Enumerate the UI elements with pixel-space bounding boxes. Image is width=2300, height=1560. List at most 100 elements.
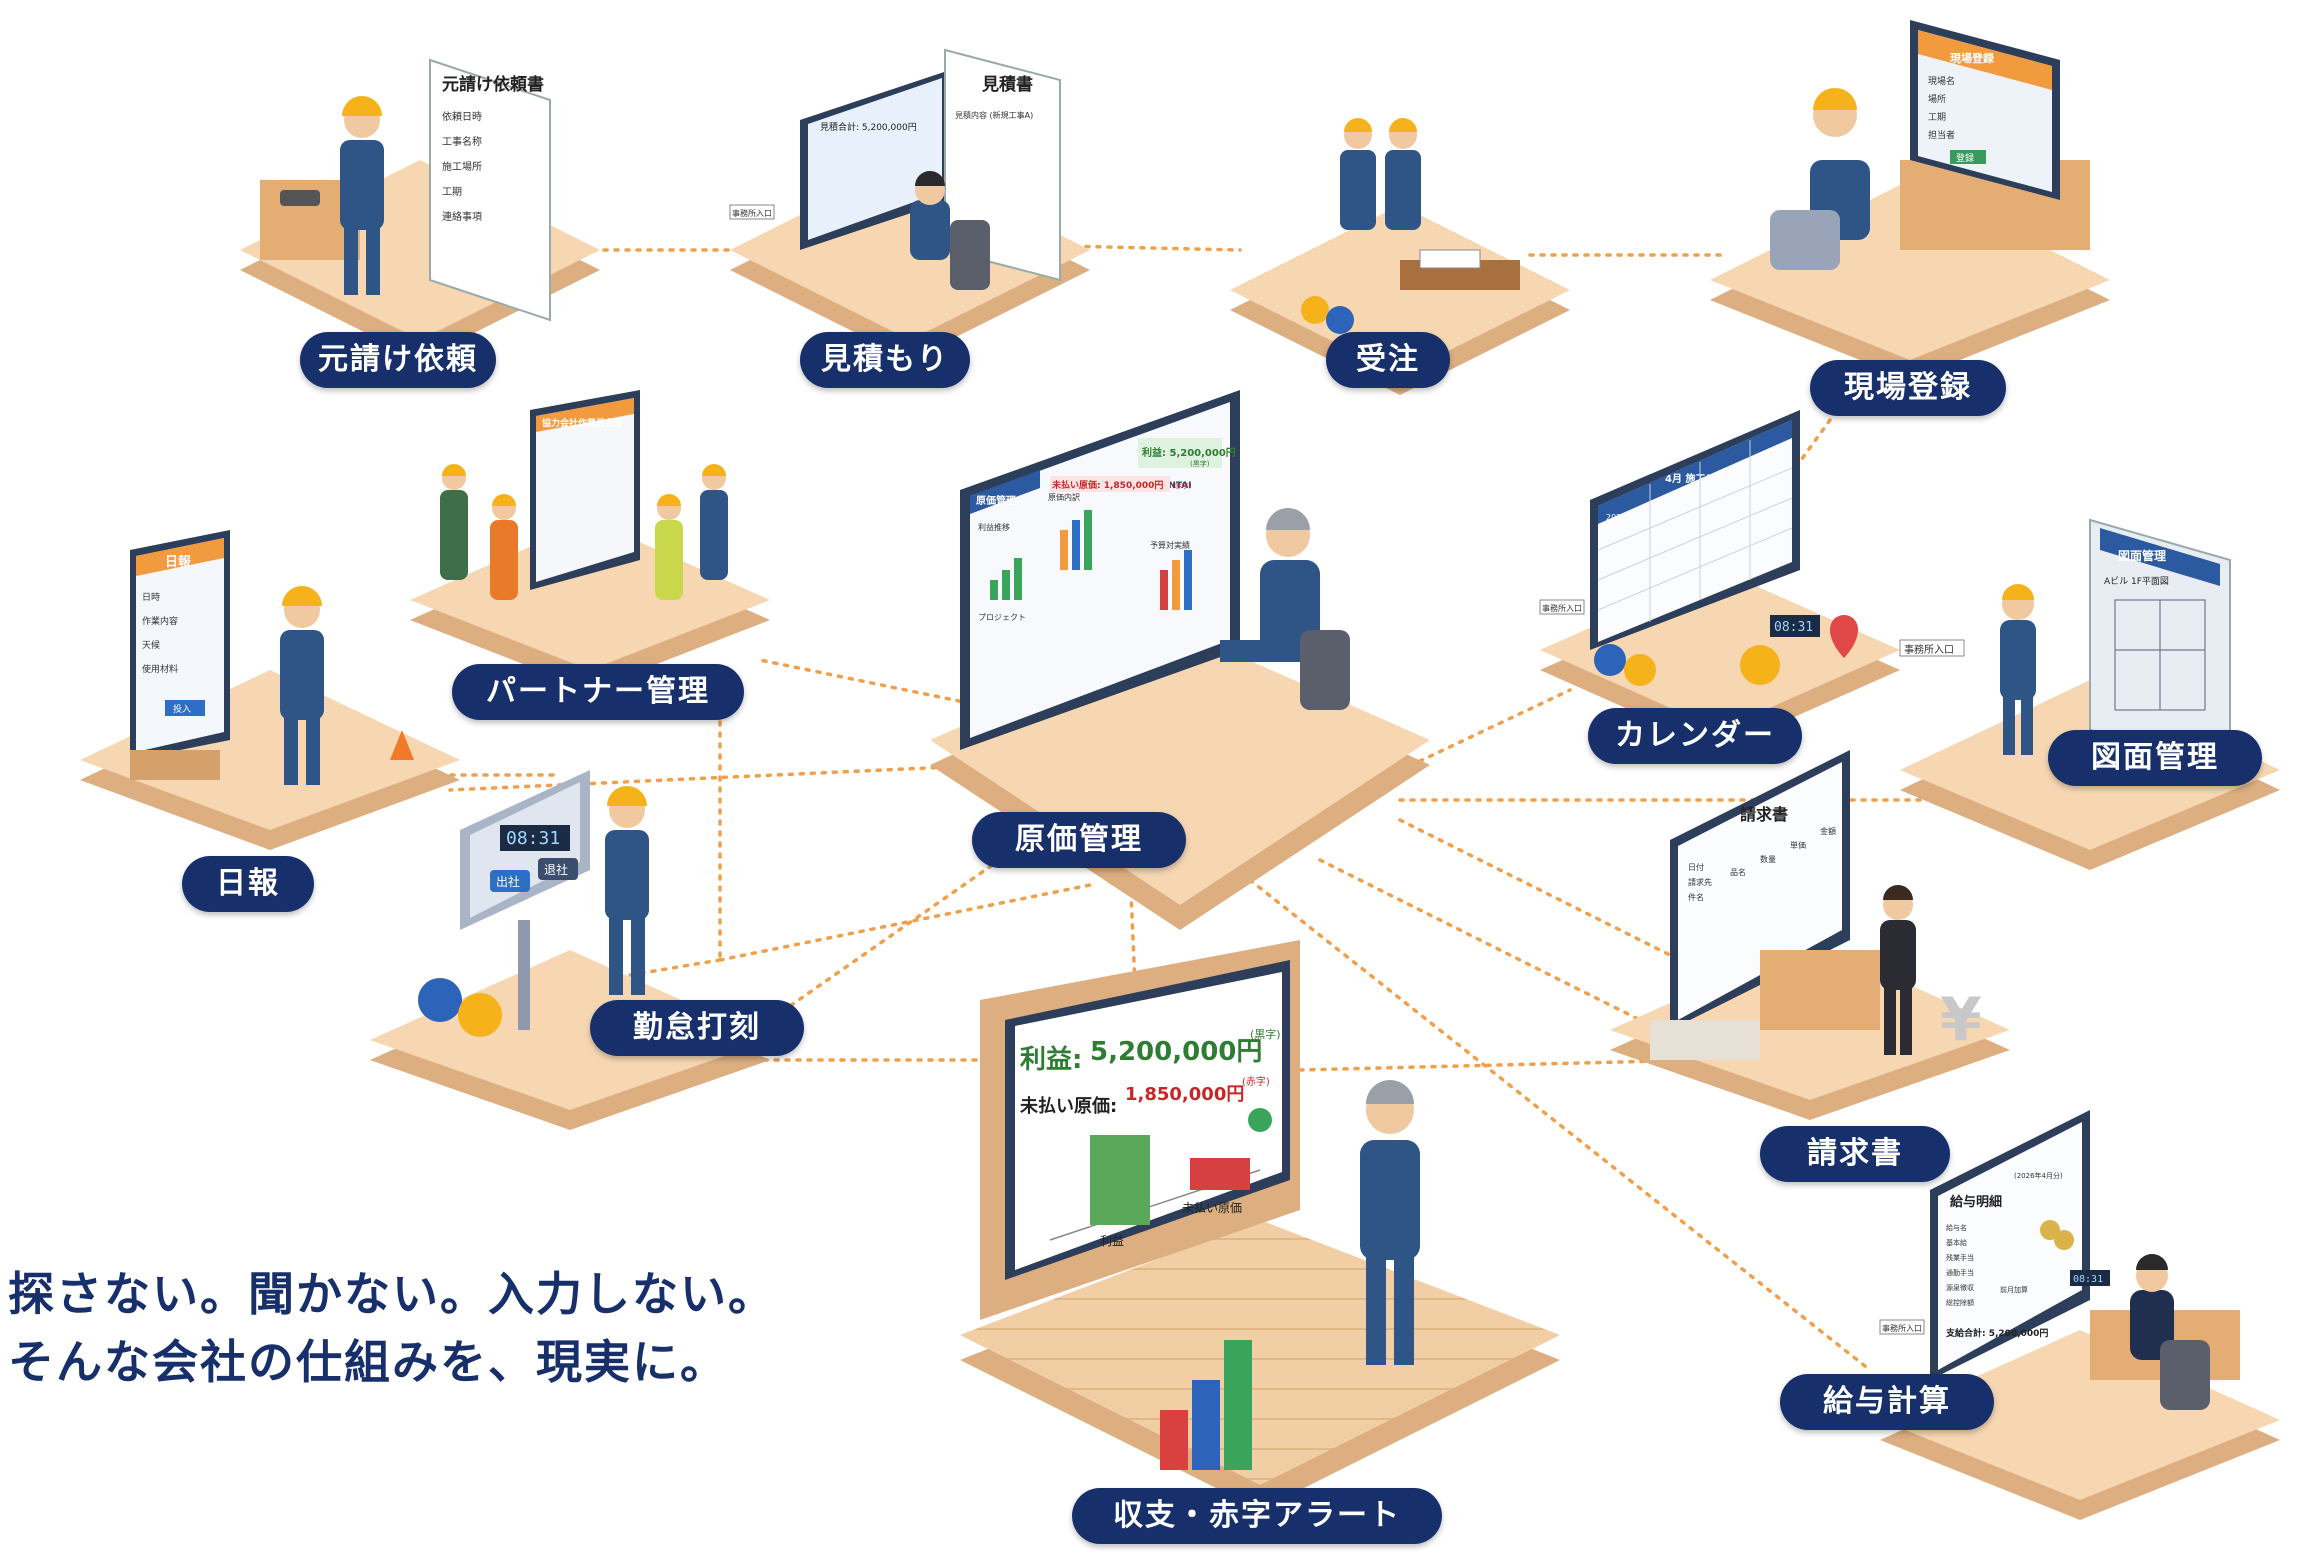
label-nippo: 日報 <box>182 856 314 912</box>
calendar-title: 4月 施工スケジュール <box>1665 472 1765 485</box>
drawing-title: 図面管理 <box>2118 548 2166 563</box>
station-partner: 協力会社作業員名簿 <box>410 390 770 690</box>
yen-coin-icon <box>1248 1108 1272 1132</box>
invoice-field-3: 件名 <box>1688 892 1704 902</box>
cost-unpaid-note: (赤字) <box>1172 481 1192 490</box>
calendar-month: 2026年 4月 <box>1606 512 1650 522</box>
payroll-field-6: 総控除額 <box>1946 1298 1974 1307</box>
cost-profit-note: (黒字) <box>1190 459 1210 468</box>
payroll-field-1: 給与名 <box>1946 1223 1967 1232</box>
lumber <box>130 750 220 780</box>
helmet-icon <box>1624 654 1656 686</box>
helmet-icon <box>418 978 462 1022</box>
partner-board-title: 協力会社作業員名簿 <box>542 417 623 429</box>
station-genka: 原価管理 利益推移 原価内訳 プロジェクト 予算対実績 利益: 5,200,00… <box>930 390 1430 930</box>
alert-unpaid-label: 未払い原価: <box>1020 1095 1117 1117</box>
payroll-title: 給与明細 <box>1950 1194 2002 1210</box>
estimate-doc-title: 見積書 <box>981 74 1033 95</box>
station-kintai: 08:31 出社 退社 <box>370 770 770 1130</box>
site-field-3: 工期 <box>1928 112 1946 123</box>
office-chair <box>2160 1340 2210 1410</box>
station-kyuyo: 給与明細 (2026年4月分) 給与名 基本給 残業手当 通勤手当 源泉徴収 総… <box>1879 1110 2280 1520</box>
office-chair <box>1300 630 1350 710</box>
label-mitsumori: 見積もり <box>800 332 970 388</box>
invoice-field-2: 請求先 <box>1688 877 1712 887</box>
request-field-5: 連絡事項 <box>442 210 482 223</box>
helmet-icon <box>1301 296 1329 324</box>
desk <box>1760 950 1880 1030</box>
alert-bar-unpaid-label: 未払い原価 <box>1182 1201 1242 1215</box>
payroll-field-2: 基本給 <box>1946 1238 1967 1247</box>
daily-submit-button: 投入 <box>173 703 191 715</box>
coin-icon <box>2040 1220 2060 1240</box>
helmet-icon <box>342 96 382 116</box>
clock-out-label: 退社 <box>544 862 568 877</box>
cost-unpaid: 未払い原価: 1,850,000円 <box>1051 479 1163 491</box>
site-field-4: 担当者 <box>1928 129 1955 141</box>
alert-unpaid-note: (赤字) <box>1242 1075 1270 1088</box>
alert-unpaid-value: 1,850,000円 <box>1125 1084 1244 1105</box>
station-genba: 現場登録 現場名 場所 工期 担当者 登録 <box>1710 20 2110 380</box>
growth-bars-3d <box>1160 1340 1252 1470</box>
payroll-period: (2026年4月分) <box>2014 1171 2063 1180</box>
helmet-icon <box>1326 306 1354 334</box>
station-nippo: 日報 日時 作業内容 天候 使用材料 投入 <box>80 530 460 850</box>
payroll-clock: 08:31 <box>2073 1274 2103 1285</box>
station-juchu <box>1230 118 1570 395</box>
site-field-1: 現場名 <box>1928 75 1955 87</box>
request-doc-title: 元請け依頼書 <box>442 74 544 95</box>
alert-bar-profit-label: 利益 <box>1100 1234 1124 1248</box>
helmet-icon <box>1594 644 1626 676</box>
site-screen-header: 現場登録 <box>1950 51 1995 65</box>
label-partner: パートナー管理 <box>452 664 744 720</box>
payroll-total: 支給合計: 5,200,000円 <box>1945 1327 2048 1339</box>
cost-panel-label-3: プロジェクト <box>978 613 1026 622</box>
request-field-4: 工期 <box>442 186 462 198</box>
office-entrance-sign: 事務所入口 <box>1904 643 1954 656</box>
payroll-clerk-seated <box>2130 1254 2210 1410</box>
calendar-clock: 08:31 <box>1774 620 1813 635</box>
traffic-cone-icon <box>390 730 414 760</box>
daily-screen-header: 日報 <box>165 554 192 570</box>
invoice-title: 請求書 <box>1740 805 1788 824</box>
tagline-line-1: 探さない。聞かない。入力しない。 <box>8 1267 776 1321</box>
clock-time: 08:31 <box>506 828 560 849</box>
clerk-standing <box>1880 885 1916 1055</box>
label-genba: 現場登録 <box>1810 360 2006 416</box>
clock-in-button <box>490 870 530 892</box>
payroll-bonus: 前月加算 <box>2000 1285 2028 1294</box>
office-entrance-sign: 事務所入口 <box>1882 1323 1922 1333</box>
tagline: 探さない。聞かない。入力しない。 そんな会社の仕組みを、現実に。 <box>8 1260 776 1396</box>
worker-typing <box>1770 88 1870 270</box>
office-chair <box>1770 210 1840 270</box>
cost-screen-title: 原価管理 <box>976 494 1016 507</box>
alert-profit-label: 利益: <box>1020 1045 1082 1075</box>
request-field-1: 依頼日時 <box>442 110 482 123</box>
worker-with-tablet <box>2000 584 2036 755</box>
label-juchu: 受注 <box>1326 332 1450 388</box>
cost-brand-logo: KINTAI <box>1158 481 1192 491</box>
label-seikyu: 請求書 <box>1760 1126 1950 1182</box>
workers-handshake <box>1340 118 1421 230</box>
contract-paper <box>1419 249 1481 269</box>
partner-workers <box>440 464 728 600</box>
invoice-field-1: 日付 <box>1688 862 1704 872</box>
drawing-sub: Aビル 1F平面図 <box>2104 576 2169 587</box>
payroll-field-4: 通勤手当 <box>1946 1268 1974 1277</box>
cost-panel-label-4: 予算対実績 <box>1150 540 1190 550</box>
clock-in-label: 出社 <box>496 874 520 889</box>
daily-field-4: 使用材料 <box>142 663 178 675</box>
worker-on-phone <box>340 96 384 295</box>
alert-profit-note: (黒字) <box>1250 1027 1281 1041</box>
label-kyuyo: 給与計算 <box>1780 1374 1994 1430</box>
clock-out-button <box>538 858 578 880</box>
daily-field-1: 日時 <box>142 592 160 603</box>
station-calendar: 4月 施工スケジュール 2026年 4月 08:31 事務所入口 <box>1539 410 1900 750</box>
payroll-field-3: 残業手当 <box>1946 1253 1974 1262</box>
office-entrance-sign: 事務所入口 <box>732 208 772 218</box>
tagline-line-2: そんな会社の仕組みを、現実に。 <box>8 1335 728 1389</box>
worker-with-clipboard <box>280 586 324 785</box>
site-field-2: 場所 <box>1928 93 1946 105</box>
daily-field-3: 天候 <box>142 639 160 651</box>
